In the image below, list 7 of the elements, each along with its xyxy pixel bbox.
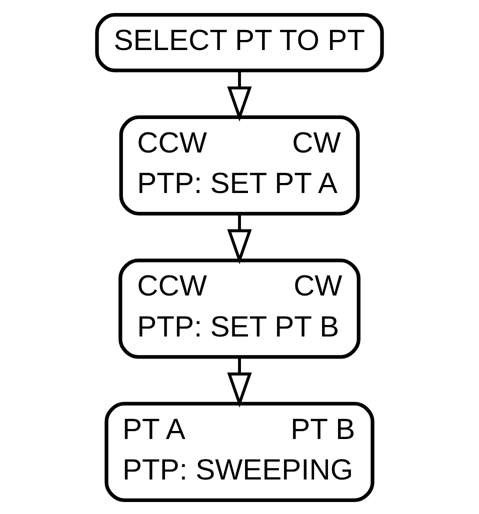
node-box: CCW CW PTP: SET PT A <box>119 114 360 215</box>
node-box: PT A PT B PTP: SWEEPING <box>104 401 374 502</box>
arrow <box>227 213 252 264</box>
arrow <box>227 70 252 122</box>
node-box: SELECT PT TO PT <box>95 12 384 72</box>
arrow <box>227 356 252 408</box>
node-box: CCW CW PTP: SET PT B <box>118 258 360 358</box>
